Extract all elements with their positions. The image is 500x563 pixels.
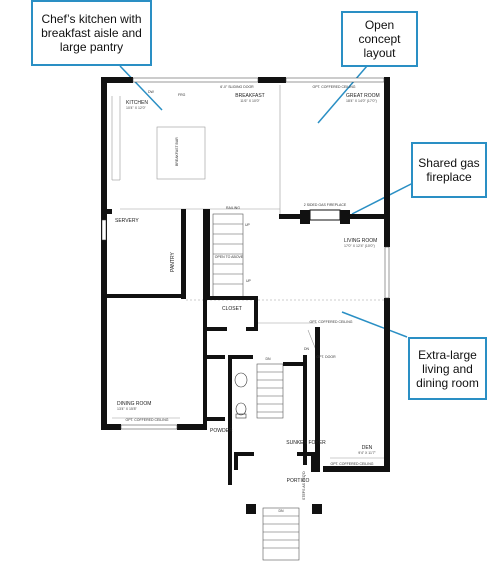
walls <box>101 77 390 514</box>
great-room-dim: 18'4" X 14'0" (17'0") <box>346 99 377 103</box>
opt-coffered-top: OPT. COFFERED CEILING <box>313 85 356 89</box>
portico-label: PORTICO <box>287 478 310 484</box>
opt-coffered-den: OPT. COFFERED CEILING <box>331 462 374 466</box>
railing-label: RAILING <box>226 206 240 210</box>
den-label: DEN <box>362 445 373 451</box>
stairs <box>212 213 300 561</box>
callout-living-dining: Extra-large living and dining room <box>408 337 487 400</box>
sunken-foyer-label: SUNKEN FOYER <box>286 440 326 446</box>
dining-room-dim: 13'4" X 15'8" <box>117 407 138 411</box>
callout-kitchen: Chef’s kitchen with breakfast aisle and … <box>31 0 152 66</box>
servery-label: SERVERY <box>115 218 139 224</box>
kitchen-label: KITCHEN <box>126 100 148 106</box>
den-dim: 9'4" X 11'7" <box>358 451 376 455</box>
sided-fireplace-label: 2 SIDED GAS FIREPLACE <box>304 203 347 207</box>
dining-room-label: DINING ROOM <box>117 401 151 407</box>
living-room-dim: 17'0" X 12'4" (10'0") <box>344 244 375 248</box>
pantry-label: PANTRY <box>170 252 176 272</box>
breakfast-label: BREAKFAST <box>235 93 264 99</box>
breakfast-dim: 11'6" X 10'0" <box>240 99 260 103</box>
closet-label: CLOSET <box>222 306 242 312</box>
dn-label-2: DN <box>304 347 310 351</box>
living-room-label: LIVING ROOM <box>344 238 377 244</box>
breakfast-bar-label: BREAKFAST BAR <box>175 137 179 166</box>
open-above-label: OPEN TO ABOVE <box>215 255 244 259</box>
dw-label: DW <box>148 90 155 94</box>
annotations: 6'-0" SLIDING DOOR OPT. COFFERED CEILING… <box>126 85 374 513</box>
powder-fixtures <box>234 372 248 419</box>
frg-label: FRG <box>178 93 186 97</box>
callout-fireplace: Shared gas fireplace <box>411 142 487 198</box>
sliding-door-label: 6'-0" SLIDING DOOR <box>220 85 254 89</box>
fireplace <box>309 209 341 221</box>
windows <box>101 77 390 430</box>
dn-label-3: DN <box>278 509 284 513</box>
steps-label: STEPS AS REQ'D <box>302 471 306 500</box>
kitchen-dim: 10'4" X 12'0" <box>126 106 147 110</box>
opt-coffered-dining: OPT. COFFERED CEILING <box>126 418 169 422</box>
great-room-label: GREAT ROOM <box>346 93 380 99</box>
powder-label: POWDER <box>210 428 233 434</box>
room-labels: KITCHEN 10'4" X 12'0" BREAKFAST 11'6" X … <box>115 93 380 484</box>
callout-open-concept: Open concept layout <box>341 11 418 67</box>
up-label-1: UP <box>245 223 251 227</box>
opt-door-label: OPT. DOOR <box>316 355 336 359</box>
opt-coffered-mid: OPT. COFFERED CEILING <box>310 320 353 324</box>
up-label-2: UP <box>246 279 252 283</box>
dn-label-1: DN <box>265 357 271 361</box>
